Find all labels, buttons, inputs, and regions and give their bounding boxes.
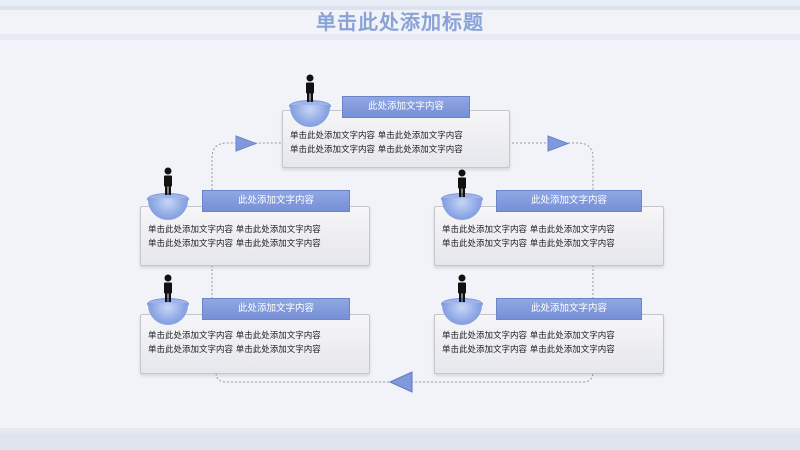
arrow-right-icon bbox=[235, 135, 258, 152]
person-icon bbox=[458, 274, 466, 302]
process-node-right-bottom: 此处添加文字内容 单击此处添加文字内容 单击此处添加文字内容 单击此处添加文字内… bbox=[432, 274, 664, 378]
header-stripe bbox=[0, 34, 800, 40]
node-text-line: 单击此处添加文字内容 单击此处添加文字内容 bbox=[148, 239, 321, 249]
person-icon bbox=[458, 169, 466, 197]
pedestal-icon bbox=[290, 105, 330, 127]
node-text-line: 单击此处添加文字内容 单击此处添加文字内容 bbox=[148, 225, 321, 235]
node-header: 此处添加文字内容 bbox=[496, 190, 642, 212]
process-node-right-middle: 此处添加文字内容 单击此处添加文字内容 单击此处添加文字内容 单击此处添加文字内… bbox=[432, 166, 664, 270]
person-icon bbox=[306, 74, 314, 102]
pedestal-icon bbox=[148, 198, 188, 220]
footer-stripe bbox=[0, 428, 800, 434]
process-node-top: 此处添加文字内容 单击此处添加文字内容 单击此处添加文字内容 单击此处添加文字内… bbox=[280, 72, 510, 172]
header-stripe bbox=[0, 0, 800, 6]
node-text-line: 单击此处添加文字内容 单击此处添加文字内容 bbox=[442, 225, 615, 235]
node-header: 此处添加文字内容 bbox=[202, 190, 350, 212]
node-text-line: 单击此处添加文字内容 单击此处添加文字内容 bbox=[442, 331, 615, 341]
node-header: 此处添加文字内容 bbox=[202, 298, 350, 320]
process-node-left-middle: 此处添加文字内容 单击此处添加文字内容 单击此处添加文字内容 单击此处添加文字内… bbox=[138, 166, 370, 270]
arrow-right-icon bbox=[547, 135, 570, 152]
node-text-line: 单击此处添加文字内容 单击此处添加文字内容 bbox=[442, 239, 615, 249]
content-box bbox=[140, 314, 370, 374]
header-stripe bbox=[0, 6, 800, 10]
pedestal-icon bbox=[442, 198, 482, 220]
slide-title[interactable]: 单击此处添加标题 bbox=[316, 10, 484, 34]
node-text-line: 单击此处添加文字内容 单击此处添加文字内容 bbox=[148, 345, 321, 355]
node-text-line: 单击此处添加文字内容 单击此处添加文字内容 bbox=[442, 345, 615, 355]
node-text-line: 单击此处添加文字内容 单击此处添加文字内容 bbox=[290, 145, 463, 155]
footer-stripe bbox=[0, 434, 800, 450]
pedestal-icon bbox=[442, 303, 482, 325]
content-box bbox=[282, 110, 510, 168]
person-icon bbox=[164, 167, 172, 195]
content-box bbox=[434, 314, 664, 374]
node-text-line: 单击此处添加文字内容 单击此处添加文字内容 bbox=[148, 331, 321, 341]
process-node-left-bottom: 此处添加文字内容 单击此处添加文字内容 单击此处添加文字内容 单击此处添加文字内… bbox=[138, 274, 370, 378]
pedestal-icon bbox=[148, 303, 188, 325]
person-icon bbox=[164, 274, 172, 302]
node-text-line: 单击此处添加文字内容 单击此处添加文字内容 bbox=[290, 131, 463, 141]
node-header: 此处添加文字内容 bbox=[496, 298, 642, 320]
node-header: 此处添加文字内容 bbox=[342, 96, 470, 118]
connector-left-top bbox=[211, 142, 282, 190]
arrow-left-icon bbox=[388, 371, 413, 393]
